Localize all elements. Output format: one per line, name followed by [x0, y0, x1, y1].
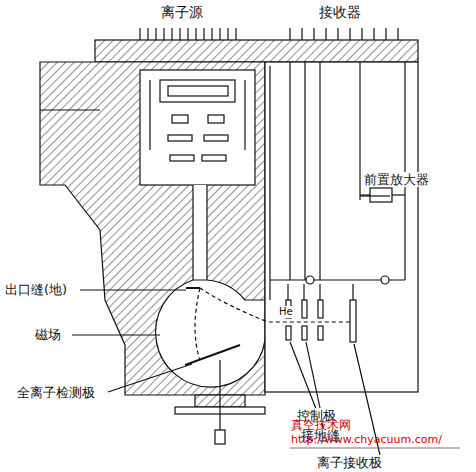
- part-label: 离子源: [160, 4, 204, 20]
- gas-label: He: [278, 306, 294, 318]
- callout-label: 离子接收极: [316, 455, 383, 470]
- part-label: 接收器: [318, 4, 362, 20]
- callout-label: 前置放大器: [363, 172, 430, 187]
- callout-label: 全离子检测极: [16, 385, 96, 400]
- watermark: 真空技术网: [290, 418, 352, 432]
- callout-label: 磁场: [34, 327, 62, 342]
- watermark: http://www.chyacuum.com/: [290, 433, 443, 446]
- callout-label: 出口缝(地): [4, 282, 68, 297]
